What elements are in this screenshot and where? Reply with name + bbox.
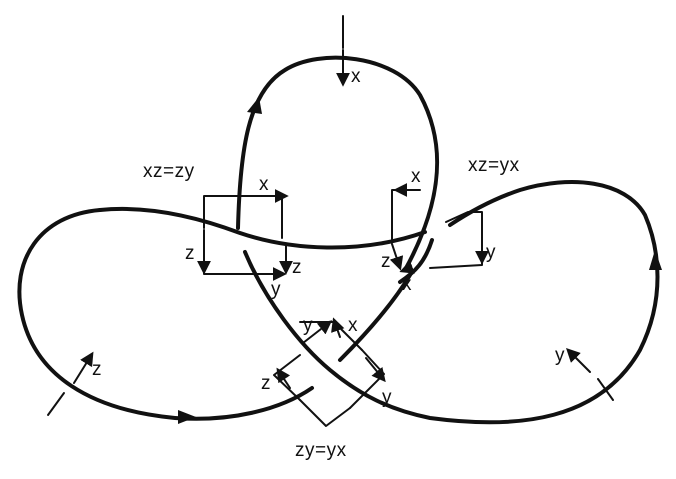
left-crossing-lower-bracket [203, 271, 263, 275]
knot-strand-top-loop [236, 55, 440, 272]
left-crossing-label-top: x [259, 174, 269, 195]
strand-label-right: y [555, 345, 565, 366]
bottom-crossing-lower-bracket [299, 399, 351, 427]
right-crossing-right-bracket [445, 211, 483, 263]
bottom-crossing-label-up-left: y [303, 315, 313, 336]
relation-right: xz=yx [468, 155, 520, 176]
right-crossing-label-under-right: y [486, 242, 496, 263]
bottom-crossing-left-bracket [273, 354, 301, 401]
right-crossing-label-side: z [381, 251, 391, 272]
bottom-crossing-arrow-y-under [365, 357, 386, 383]
relation-bottom: zy=yx [295, 440, 347, 461]
bottom-crossing-label-side: z [261, 373, 271, 394]
label-arrow-left [73, 351, 94, 384]
right-crossing-lower-bracket [429, 261, 483, 269]
right-crossing-label-under-bottom: x [402, 274, 412, 295]
left-crossing-label-under-right: z [292, 257, 302, 278]
knot-strand-right-under [398, 238, 434, 284]
direction-arrow-right [649, 250, 662, 270]
bottom-crossing-label-up-right: x [348, 315, 358, 336]
left-crossing-label-under-bottom: y [271, 279, 281, 300]
label-arrow-right [566, 348, 591, 373]
knot-strand-horizontal [98, 206, 427, 250]
knot-strand-center-diagonal [243, 180, 660, 425]
left-crossing-bracket [203, 195, 283, 239]
right-crossing-arrow-x-under [399, 260, 415, 274]
bottom-crossing-arrow-z [276, 367, 291, 389]
knot-strand-rising [338, 273, 412, 362]
strand-label-top: x [351, 66, 361, 87]
left-crossing-label-side: z [185, 243, 195, 264]
right-crossing-arrow-z [389, 243, 404, 271]
bottom-crossing-arrow-y [302, 320, 333, 344]
bottom-crossing-arrow-x [331, 317, 345, 338]
right-crossing-label-top: x [411, 166, 421, 187]
strand-tick-right [597, 378, 614, 401]
bottom-crossing-label-under-right: y [382, 387, 392, 408]
knot-strand-left-lobe [17, 208, 314, 421]
strand-tick-left [47, 392, 65, 416]
direction-arrow-bottom [178, 410, 196, 424]
relation-left: xz=zy [143, 161, 195, 182]
strand-label-left: z [92, 359, 102, 380]
direction-arrow-top-left [247, 97, 262, 114]
